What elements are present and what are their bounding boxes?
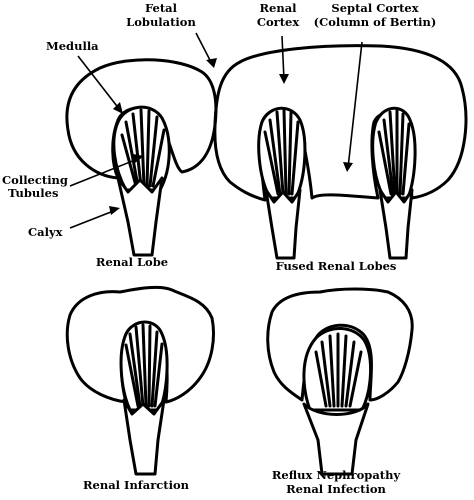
leader-lines <box>69 32 363 229</box>
label-septal-cortex-1: Septal Cortex <box>331 1 418 15</box>
label-collecting-1: Collecting <box>2 173 68 187</box>
septal-cortex-arrowhead <box>343 162 353 172</box>
label-septal-cortex-2: (Column of Bertin) <box>314 15 437 29</box>
fused-lobe-1-calyx <box>264 188 302 260</box>
reflux-figure <box>266 287 414 476</box>
reflux-cortex <box>266 287 414 402</box>
renal-cortex-leader <box>281 35 285 81</box>
label-medulla: Medulla <box>46 39 99 53</box>
fused-lobes-figure <box>213 44 468 260</box>
medulla-leader <box>77 55 121 111</box>
renal-lobe-figure <box>65 58 218 257</box>
label-collecting-2: Tubules <box>8 186 58 200</box>
label-renal-cortex-1: Renal <box>259 1 297 15</box>
collecting-tubules-leader <box>69 157 141 187</box>
label-renal-infarction: Renal Infarction <box>83 478 190 492</box>
collecting-tubules-arrowhead <box>133 154 144 163</box>
reflux-tubules <box>314 332 363 408</box>
septal-cortex-leader <box>347 41 363 169</box>
fetal-lobulation-leader <box>195 32 213 65</box>
renal-lobe-calyx <box>116 176 164 257</box>
renal-lobe-tubules <box>120 108 166 188</box>
renal-cortex-arrowhead <box>279 74 289 84</box>
label-reflux-2: Renal Infection <box>286 482 386 496</box>
labels: Fetal Lobulation Renal Cortex Septal Cor… <box>2 1 436 496</box>
fused-lobe-2-calyx <box>378 188 414 260</box>
calyx-leader <box>69 209 117 229</box>
fetal-lobulation-arrowhead <box>206 58 217 68</box>
medulla-arrowhead <box>113 102 123 114</box>
label-reflux-1: Reflux Nephropathy <box>272 468 401 482</box>
fused-lobes-cortex <box>213 44 468 202</box>
label-fused-renal-lobes: Fused Renal Lobes <box>276 259 397 273</box>
infarction-tubules <box>124 323 164 408</box>
label-fetal-2: Lobulation <box>126 15 196 29</box>
label-renal-cortex-2: Cortex <box>257 15 300 29</box>
label-fetal-1: Fetal <box>145 1 178 15</box>
infarction-calyx <box>122 398 166 476</box>
label-calyx: Calyx <box>28 225 63 239</box>
calyx-arrowhead <box>109 206 120 215</box>
label-renal-lobe: Renal Lobe <box>96 255 168 269</box>
renal-infarction-figure <box>65 285 215 476</box>
fused-lobe-1-tubules <box>263 108 300 196</box>
reflux-calyx <box>302 402 370 476</box>
fused-lobe-2-tubules <box>377 108 411 196</box>
